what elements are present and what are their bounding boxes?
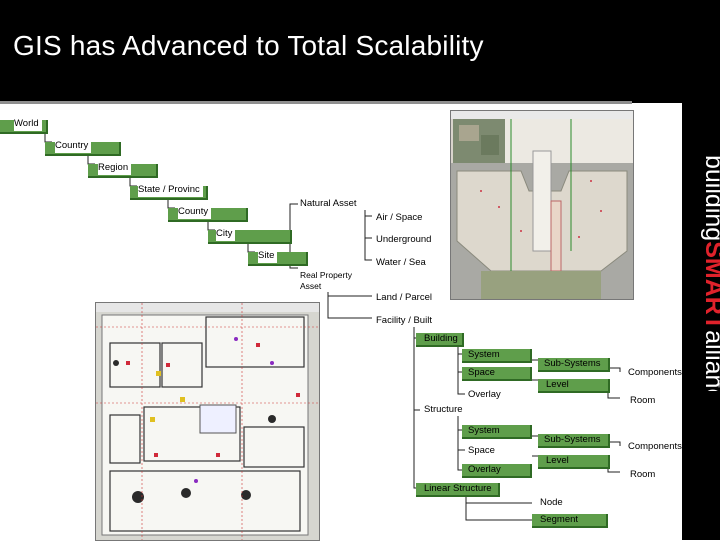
node-system-1: System	[462, 349, 532, 363]
site-plan-image	[450, 110, 634, 300]
node-site: Site	[248, 248, 308, 266]
node-level-2-label: Level	[546, 455, 569, 466]
node-natural-asset: Natural Asset	[300, 198, 357, 210]
node-level-2: Level	[538, 455, 610, 469]
node-linear-structure: Linear Structure	[416, 483, 500, 497]
node-components-2: Components	[628, 441, 682, 453]
title-rule	[0, 101, 632, 104]
node-region: Region	[88, 160, 158, 178]
node-components-1: Components	[628, 367, 682, 379]
node-country-label: Country	[55, 138, 92, 153]
node-structure: Structure	[424, 404, 463, 416]
node-sub-systems-1: Sub-Systems	[538, 358, 610, 372]
node-space-2: Space	[468, 445, 495, 457]
floor-plan-image	[95, 302, 320, 541]
node-air-space: Air / Space	[376, 212, 423, 224]
node-segment: Segment	[532, 514, 608, 528]
node-world-label: World	[14, 116, 42, 131]
node-state-label: State / Provinc	[138, 182, 203, 197]
node-linear-structure-label: Linear Structure	[424, 483, 492, 494]
svg-text:buildingSMARTalliance: buildingSMARTalliance	[700, 155, 720, 391]
node-world: World	[0, 116, 48, 134]
node-water-sea: Water / Sea	[376, 257, 426, 269]
node-building-label: Building	[424, 333, 458, 344]
node-real-property: Real Property Asset	[300, 270, 368, 292]
node-overlay-2-label: Overlay	[468, 464, 501, 475]
brand-alliance: alliance	[700, 330, 720, 391]
node-building: Building	[416, 333, 464, 347]
slide-title: GIS has Advanced to Total Scalability	[13, 30, 484, 61]
node-room-2: Room	[630, 469, 656, 481]
node-node: Node	[540, 497, 563, 509]
node-segment-label: Segment	[540, 514, 579, 525]
node-sub-systems-2-label: Sub-Systems	[544, 434, 601, 445]
title-bar: GIS has Advanced to Total Scalability	[0, 0, 682, 103]
node-level-1-label: Level	[546, 379, 569, 390]
node-space-1-label: Space	[468, 367, 495, 378]
node-room-1: Room	[630, 395, 656, 407]
node-space-1: Space	[462, 367, 532, 381]
node-land-parcel: Land / Parcel	[376, 292, 432, 304]
node-site-label: Site	[258, 248, 278, 263]
brand-tm: TM	[716, 379, 720, 388]
node-overlay-2: Overlay	[462, 464, 532, 478]
brand-building: building	[700, 155, 720, 241]
node-city: City	[208, 226, 292, 244]
node-system-2: System	[462, 425, 532, 439]
node-system-1-label: System	[468, 349, 500, 360]
node-sub-systems-1-label: Sub-Systems	[544, 358, 601, 369]
right-black-bar	[682, 0, 720, 540]
node-facility: Facility / Built	[376, 315, 432, 327]
node-state: State / Provinc	[130, 182, 208, 200]
node-sub-systems-2: Sub-Systems	[538, 434, 610, 448]
node-county-label: County	[178, 204, 212, 219]
node-country: Country	[45, 138, 121, 156]
node-overlay-1: Overlay	[468, 389, 501, 401]
node-system-2-label: System	[468, 425, 500, 436]
node-city-label: City	[216, 226, 236, 241]
node-underground: Underground	[376, 234, 432, 246]
buildingsmart-alliance-logo: buildingSMARTalliance TM	[700, 155, 720, 391]
node-county: County	[168, 204, 248, 222]
node-region-label: Region	[98, 160, 132, 175]
brand-smart: SMART	[700, 241, 720, 330]
node-level-1: Level	[538, 379, 610, 393]
